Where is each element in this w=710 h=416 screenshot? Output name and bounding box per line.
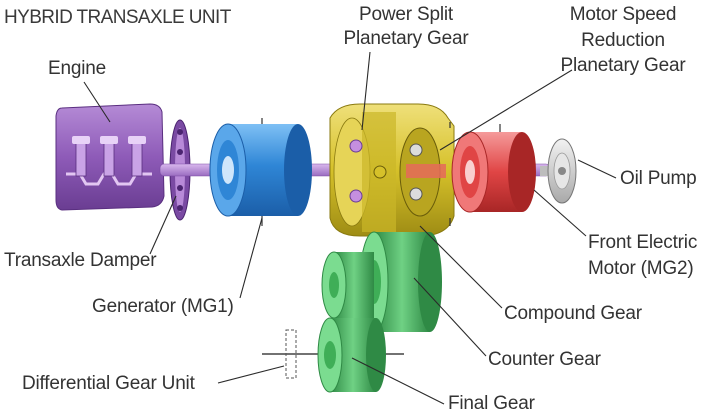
diagram-title: HYBRID TRANSAXLE UNIT — [4, 7, 231, 28]
counter-gear — [321, 251, 374, 319]
label-counter-gear: Counter Gear — [488, 349, 601, 370]
label-motor-speed-line3: Planetary Gear — [560, 55, 686, 76]
label-motor-speed-line2: Reduction — [581, 30, 665, 51]
label-power-split-line1: Power Split — [359, 4, 453, 25]
label-engine: Engine — [48, 58, 106, 79]
label-compound-gear: Compound Gear — [504, 303, 642, 324]
generator-mg1 — [209, 118, 312, 226]
oil-pump — [540, 138, 577, 204]
label-generator: Generator (MG1) — [92, 296, 234, 317]
label-front-motor-line1: Front Electric — [588, 232, 698, 253]
engine-block — [55, 103, 165, 211]
label-front-motor-line2: Motor (MG2) — [588, 258, 694, 279]
motor-speed-reduction-planetary-gear — [399, 122, 451, 226]
label-power-split-line2: Planetary Gear — [343, 28, 469, 49]
front-electric-motor-mg2 — [451, 124, 536, 213]
label-final-gear: Final Gear — [448, 393, 535, 414]
final-gear — [262, 317, 404, 393]
leader-lines — [83, 51, 617, 405]
label-transaxle-damper: Transaxle Damper — [4, 250, 157, 271]
label-motor-speed-line1: Motor Speed — [569, 4, 677, 25]
label-differential-gear-unit: Differential Gear Unit — [22, 373, 195, 394]
label-oil-pump: Oil Pump — [620, 168, 697, 189]
